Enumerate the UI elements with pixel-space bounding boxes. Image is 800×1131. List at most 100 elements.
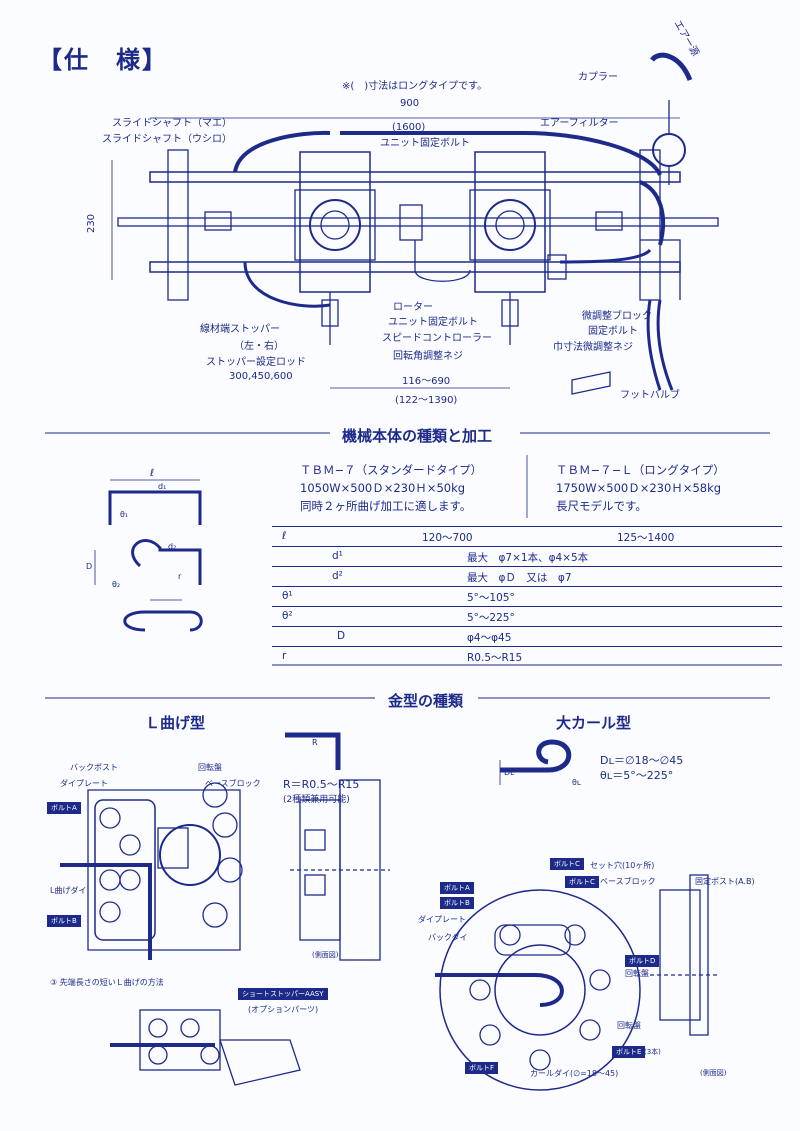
- table-row: D φ4〜φ45: [272, 626, 782, 646]
- long-model-dims: 1750W×500Ｄ×230Ｈ×58kg: [556, 481, 722, 495]
- lc-die-plate: ダイプレート: [418, 915, 466, 924]
- fig-l: ℓ: [150, 468, 155, 479]
- label-stopper-lr: （左・右）: [234, 341, 284, 352]
- fig-D: D: [86, 562, 93, 571]
- label-coupler: カプラー: [578, 72, 618, 83]
- dim-stroke-long: (122〜1390): [395, 395, 458, 406]
- fig-d1: d₁: [158, 482, 167, 491]
- r-note: (2種類兼用可能): [283, 795, 350, 805]
- row-label: θ¹: [282, 590, 293, 602]
- row-label: ℓ: [282, 530, 287, 542]
- long-model-name: ＴＢＭ−７−Ｌ（ロングタイプ）: [556, 463, 725, 477]
- row-value: R0.5〜R15: [467, 652, 523, 664]
- r-range: R＝R0.5〜R15: [283, 778, 360, 791]
- lc-bolt-a: ボルトA: [440, 882, 474, 894]
- table-row: θ¹ 5°〜105°: [272, 586, 782, 606]
- row-label: θ²: [282, 610, 293, 622]
- label-unit-bolt: ユニット固定ボルト: [380, 138, 470, 149]
- page-title: 【仕 様】: [38, 46, 168, 74]
- l-bend-die: [60, 779, 390, 1086]
- lb-bolt-a: ボルトA: [47, 802, 81, 814]
- machine-top-view: [111, 52, 719, 395]
- row-label: D: [337, 630, 346, 642]
- row-value: 最大 φ7×1本、φ4×5本: [467, 552, 589, 564]
- table-row: θ² 5°〜225°: [272, 606, 782, 626]
- label-slide-rear: スライドシャフト（ウシロ）: [102, 134, 232, 145]
- curl-fig-dl: Dʟ: [504, 768, 515, 777]
- curl-thl-range: θʟ＝5°〜225°: [600, 769, 674, 782]
- label-stopper-rod: ストッパー設定ロッド: [206, 357, 306, 368]
- table-row: d¹ 最大 φ7×1本、φ4×5本: [272, 546, 782, 566]
- lb-note: ③ 先端長さの短いＬ曲げの方法: [50, 978, 164, 987]
- large-curl-die: [435, 874, 720, 1091]
- row-value: φ4〜φ45: [467, 632, 512, 644]
- lb-option: (オプションパーツ): [248, 1005, 319, 1014]
- label-rotation-adjust: 回転角調整ネジ: [393, 351, 463, 362]
- row-value: 最大 φＤ 又は φ7: [467, 572, 572, 584]
- lc-set-hole: セット穴(10ヶ所): [590, 861, 655, 870]
- label-stopper: 線材端ストッパー: [200, 324, 280, 335]
- lb-bolt-b: ボルトB: [47, 915, 81, 927]
- lc-bolt-c: ボルトC: [550, 858, 584, 870]
- die-section-title: 金型の種類: [388, 692, 464, 710]
- dim-height: 230: [86, 213, 98, 234]
- dim-width-long: (1600): [392, 122, 426, 133]
- lc-bolt-e-note: (3本): [644, 1048, 661, 1056]
- label-foot-valve: フットバルブ: [620, 390, 680, 401]
- fig-th1: θ₁: [120, 510, 129, 519]
- std-model-dims: 1050W×500Ｄ×230Ｈ×50kg: [300, 481, 466, 495]
- dim-width: 900: [400, 98, 420, 109]
- table-row: r R0.5〜R15: [272, 646, 782, 666]
- label-slide-front: スライドシャフト（マエ）: [112, 118, 232, 129]
- std-model-desc: 同時２ヶ所曲げ加工に適します。: [300, 499, 472, 513]
- label-fine-block: 微調整ブロック: [582, 311, 652, 322]
- dim-stroke: 116〜690: [402, 376, 451, 387]
- row-value: 5°〜225°: [467, 612, 515, 624]
- lc-fixed-post: 固定ポスト(A.B): [695, 877, 755, 886]
- label-rotor: ローター: [393, 302, 433, 313]
- machine-section-title: 機械本体の種類と加工: [342, 427, 493, 445]
- row-value-std: 120〜700: [422, 532, 473, 544]
- table-row: ℓ 120〜700 125〜1400: [272, 526, 782, 546]
- r-icon-label: R: [312, 738, 318, 747]
- row-label: d²: [332, 570, 343, 582]
- lb-die-plate: ダイプレート: [60, 779, 108, 788]
- curl-dl-range: Dʟ＝∅18〜∅45: [600, 754, 684, 767]
- label-unit-bolt-2: ユニット固定ボルト: [388, 317, 478, 328]
- lc-rotary: 回転盤: [625, 969, 649, 978]
- lc-bolt-b: ボルトB: [440, 897, 474, 909]
- lc-bolt-d: ボルトD: [625, 955, 660, 967]
- lc-curl-die: カールダイ(∅=18〜45): [530, 1069, 619, 1078]
- lb-back-post: バックポスト: [70, 763, 118, 772]
- r-bend-icon: [285, 732, 341, 770]
- lc-bolt-f: ボルトF: [465, 1062, 499, 1074]
- long-model-desc: 長尺モデルです。: [556, 499, 647, 513]
- fig-r: r: [178, 572, 182, 581]
- lc-back-die: バックダイ: [428, 933, 468, 942]
- lb-rotary: 回転盤: [198, 763, 222, 772]
- lc-bolt-c-2: ボルトC: [565, 876, 599, 888]
- curl-icon: [500, 739, 572, 773]
- l-bend-title: Ｌ曲げ型: [145, 714, 206, 732]
- bend-shape-figures: [108, 490, 203, 632]
- row-label: r: [282, 650, 287, 662]
- lc-bolt-e: ボルトE: [612, 1046, 646, 1058]
- stopper-rod-lengths: 300,450,600: [229, 371, 293, 382]
- lb-side-view: (側面図): [312, 951, 339, 959]
- curl-fig-thl: θʟ: [572, 778, 581, 787]
- lb-base-block: ベースブロック: [205, 779, 261, 788]
- label-fine-bolt: 固定ボルト: [588, 326, 638, 337]
- label-speed-controller: スピードコントローラー: [382, 333, 492, 344]
- row-value: 5°〜105°: [467, 592, 515, 604]
- large-curl-title: 大カール型: [556, 714, 632, 732]
- long-type-note: ※( )寸法はロングタイプです。: [342, 81, 488, 92]
- fig-th2: θ₂: [112, 580, 121, 589]
- lb-stopper: ショートストッパーAASY: [238, 988, 328, 1000]
- lb-l-die: L曲げダイ: [50, 886, 87, 895]
- fig-d2: d₂: [168, 542, 177, 551]
- row-value-long: 125〜1400: [617, 532, 675, 544]
- label-width-adjust: 巾寸法微調整ネジ: [553, 342, 633, 353]
- lc-rotary-2: 回転盤: [617, 1021, 641, 1030]
- table-row: d² 最大 φＤ 又は φ7: [272, 566, 782, 586]
